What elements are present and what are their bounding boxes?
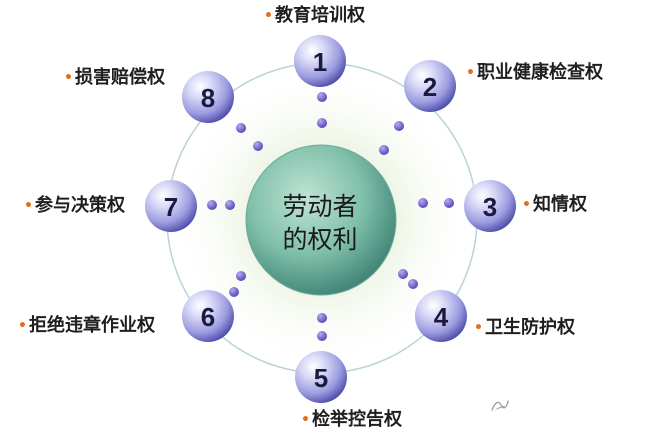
connector-dot <box>398 269 408 279</box>
label-node-4: •卫生防护权 <box>474 317 575 339</box>
connector-dot <box>317 92 327 102</box>
node-8: 8 <box>182 71 234 123</box>
label-node-2: •职业健康检查权 <box>466 62 603 84</box>
label-node-1-text: 教育培训权 <box>274 5 365 26</box>
label-node-8-text: 损害赔偿权 <box>74 67 165 88</box>
center-circle <box>245 144 397 296</box>
center-label-line2: 的权利 <box>282 225 358 254</box>
label-node-1: •教育培训权 <box>264 5 365 27</box>
connector-dot <box>317 331 327 341</box>
node-7-number: 7 <box>164 192 178 222</box>
node-4-ball <box>415 290 467 342</box>
label-node-2-text: 职业健康检查权 <box>476 62 603 83</box>
node-3-ball <box>464 180 516 232</box>
connector-dot <box>317 313 327 323</box>
center-label: 劳动者 的权利 <box>240 190 400 256</box>
label-node-5-text: 检举控告权 <box>311 409 402 430</box>
bullet-icon: • <box>264 8 273 24</box>
label-node-6-text: 拒绝违章作业权 <box>28 315 155 336</box>
node-6-number: 6 <box>201 302 215 332</box>
label-node-5: •检举控告权 <box>301 409 402 431</box>
node-6-ball <box>182 290 234 342</box>
node-2: 2 <box>404 60 456 112</box>
center-label-line1: 劳动者 <box>282 192 358 221</box>
node-8-ball <box>182 71 234 123</box>
label-node-7: •参与决策权 <box>24 195 125 217</box>
connector-dot <box>229 287 239 297</box>
bullet-icon: • <box>522 197 531 213</box>
label-node-8: •损害赔偿权 <box>64 67 165 89</box>
label-node-3-text: 知情权 <box>532 194 587 215</box>
node-1-number: 1 <box>313 47 327 77</box>
connector-dot <box>253 141 263 151</box>
bullet-icon: • <box>18 318 27 334</box>
node-4-number: 4 <box>434 302 449 332</box>
connector-dot <box>317 118 327 128</box>
connector-dot <box>236 123 246 133</box>
node-5: 5 <box>295 351 347 403</box>
node-3: 3 <box>464 180 516 232</box>
connector-dot <box>379 145 389 155</box>
node-6: 6 <box>182 290 234 342</box>
connector-dot <box>444 198 454 208</box>
connector-dot <box>236 271 246 281</box>
node-7: 7 <box>145 180 197 232</box>
label-node-6: •拒绝违章作业权 <box>18 315 155 337</box>
label-node-4-text: 卫生防护权 <box>484 317 575 338</box>
node-4: 4 <box>415 290 467 342</box>
connector-dot <box>418 198 428 208</box>
node-8-number: 8 <box>201 83 215 113</box>
connector-dot <box>225 200 235 210</box>
label-node-7-text: 参与决策权 <box>34 195 125 216</box>
bullet-icon: • <box>301 412 310 428</box>
node-2-number: 2 <box>423 72 437 102</box>
node-2-ball <box>404 60 456 112</box>
connector-dot <box>207 200 217 210</box>
label-node-3: •知情权 <box>522 194 587 216</box>
node-1-ball <box>294 35 346 87</box>
connector-dot <box>394 121 404 131</box>
watermark-icon <box>491 400 509 411</box>
connector-dots <box>207 92 454 341</box>
node-5-number: 5 <box>314 363 328 393</box>
connector-dot <box>408 279 418 289</box>
bullet-icon: • <box>466 65 475 81</box>
node-1: 1 <box>294 35 346 87</box>
bullet-icon: • <box>474 320 483 336</box>
node-5-ball <box>295 351 347 403</box>
node-7-ball <box>145 180 197 232</box>
bullet-icon: • <box>64 70 73 86</box>
node-3-number: 3 <box>483 192 497 222</box>
bullet-icon: • <box>24 198 33 214</box>
